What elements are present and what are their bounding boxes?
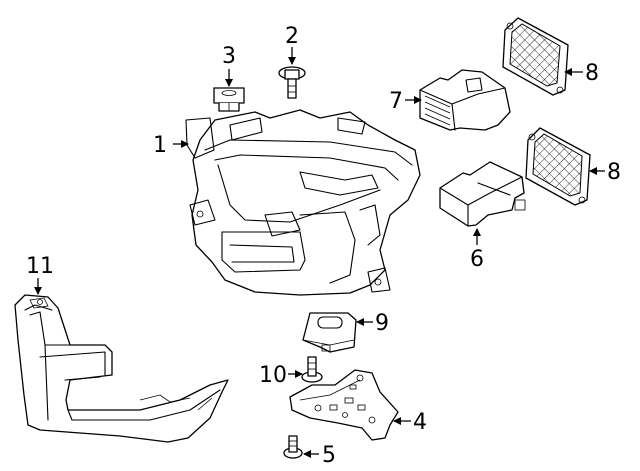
svg-text:1: 1	[153, 133, 167, 158]
callout-5: 5	[303, 443, 336, 468]
control-module-6	[439, 161, 526, 227]
svg-text:9: 9	[375, 311, 389, 336]
callout-4: 4	[393, 410, 427, 435]
svg-text:7: 7	[389, 89, 403, 114]
svg-text:8: 8	[585, 61, 599, 86]
svg-text:8: 8	[607, 160, 621, 185]
svg-text:3: 3	[222, 44, 236, 69]
callout-3: 3	[222, 44, 236, 87]
clip-3	[213, 87, 245, 112]
bolt-10	[301, 356, 323, 383]
callout-8-lower: 8	[589, 160, 621, 185]
svg-text:6: 6	[470, 247, 484, 272]
callout-1: 1	[153, 133, 189, 158]
svg-text:10: 10	[259, 363, 287, 388]
svg-text:5: 5	[322, 443, 336, 468]
mounting-bracket	[289, 369, 399, 441]
svg-text:2: 2	[285, 24, 299, 49]
callout-7: 7	[389, 89, 422, 114]
screw-5	[283, 435, 303, 459]
callout-11: 11	[26, 254, 54, 295]
headlamp-assembly	[185, 109, 421, 296]
callout-6: 6	[470, 228, 484, 272]
control-module-7	[419, 69, 511, 131]
callout-8-top: 8	[564, 61, 599, 86]
garnish-trim-11	[14, 294, 229, 443]
svg-text:11: 11	[26, 254, 54, 279]
vent-filter-lower	[525, 127, 591, 206]
callout-2: 2	[285, 24, 299, 65]
svg-text:4: 4	[413, 410, 427, 435]
callout-9: 9	[356, 311, 389, 336]
ballast-9	[302, 312, 357, 353]
vent-filter-top	[502, 17, 569, 96]
callout-10: 10	[259, 363, 303, 388]
bolt-2	[278, 66, 306, 99]
